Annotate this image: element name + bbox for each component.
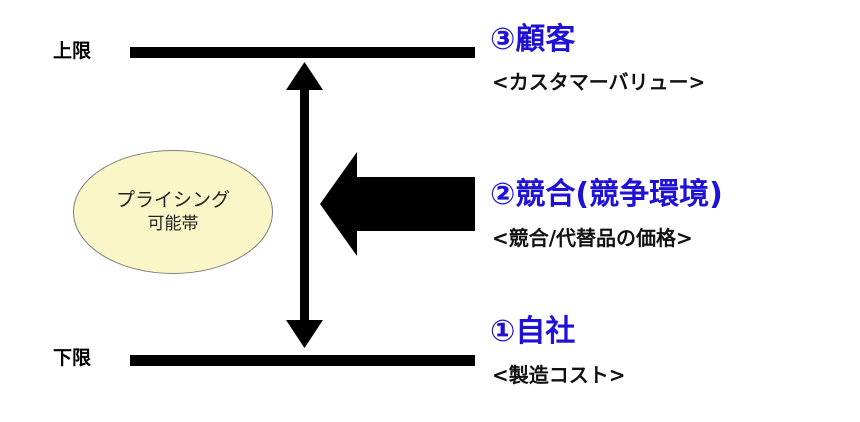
customer-subtitle: <カスタマーバリュー>	[492, 70, 706, 94]
lower-limit-bar	[130, 355, 475, 366]
customer-heading: ③顧客	[490, 22, 576, 57]
competition-subtitle: <競合/代替品の価格>	[492, 226, 693, 250]
arrow-down-head	[286, 320, 323, 348]
competition-heading: ②競合(競争環境)	[490, 177, 723, 212]
pricing-zone-ellipse: プライシング 可能帯	[73, 150, 273, 274]
competition-pressure-arrow	[320, 152, 475, 256]
company-heading: ①自社	[490, 314, 576, 349]
upper-limit-bar	[130, 47, 475, 58]
company-subtitle: <製造コスト>	[492, 363, 626, 387]
pricing-zone-title: プライシング	[115, 188, 230, 211]
arrow-up-head	[286, 62, 323, 90]
upper-limit-label: 上限	[53, 40, 92, 62]
lower-limit-label: 下限	[53, 347, 92, 369]
pricing-zone-subtitle: 可能帯	[147, 214, 199, 235]
range-double-arrow	[286, 62, 323, 348]
